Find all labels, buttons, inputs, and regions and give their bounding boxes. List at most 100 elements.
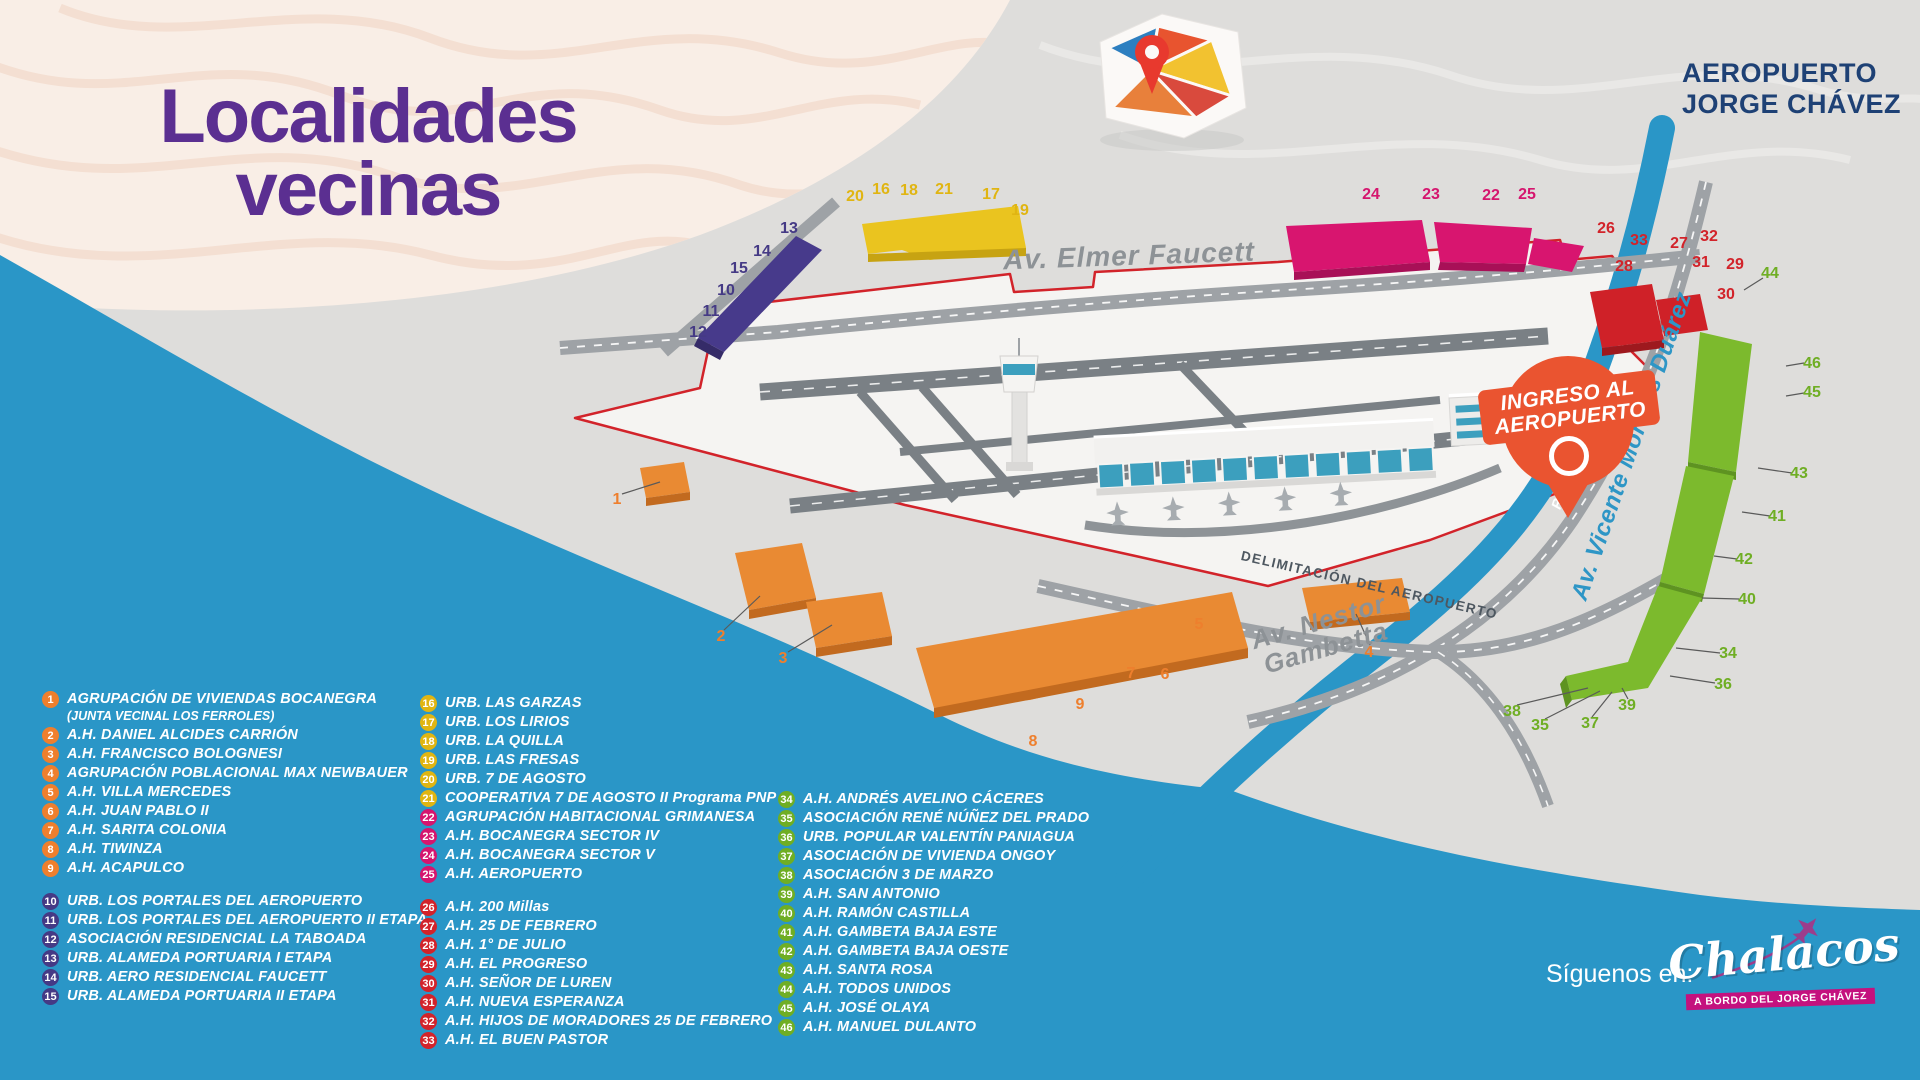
map-marker-1: 1 bbox=[612, 491, 622, 508]
legend-item-label: A.H. 1° DE JULIO bbox=[445, 937, 566, 953]
legend-number-badge: 11 bbox=[42, 912, 59, 929]
map-marker-15: 15 bbox=[730, 260, 748, 277]
legend-number-badge: 37 bbox=[778, 848, 795, 865]
entrance-badge: INGRESO AL AEROPUERTO bbox=[1477, 369, 1661, 446]
page-title: Localidades vecinas bbox=[159, 73, 578, 232]
map-marker-29: 29 bbox=[1726, 256, 1744, 273]
legend-item-label: A.H. EL PROGRESO bbox=[445, 956, 588, 972]
map-marker-4: 4 bbox=[1364, 644, 1374, 661]
legend-item-label: A.H. GAMBETA BAJA OESTE bbox=[803, 943, 1009, 959]
map-marker-9: 9 bbox=[1075, 696, 1085, 713]
map-marker-3: 3 bbox=[778, 650, 788, 667]
legend-item-37: 37 ASOCIACIÓN DE VIVIENDA ONGOY bbox=[778, 847, 1089, 866]
legend-number-badge: 32 bbox=[420, 1013, 437, 1030]
legend-item-label: A.H. VILLA MERCEDES bbox=[67, 784, 232, 800]
map-marker-22: 22 bbox=[1482, 187, 1500, 204]
pin-tail bbox=[1548, 484, 1588, 518]
legend-number-badge: 35 bbox=[778, 810, 795, 827]
legend-number-badge: 15 bbox=[42, 988, 59, 1005]
legend-number-badge: 22 bbox=[420, 809, 437, 826]
map-marker-5: 5 bbox=[1194, 616, 1204, 633]
chalacos-plane-icon bbox=[1711, 918, 1818, 980]
legend-item-label: ASOCIACIÓN RESIDENCIAL LA TABOADA bbox=[67, 931, 367, 947]
legend-number-badge: 43 bbox=[778, 962, 795, 979]
legend-item-label: A.H. BOCANEGRA SECTOR IV bbox=[445, 828, 660, 844]
road-morales-duarez bbox=[1246, 180, 1713, 729]
legend-number-badge: 13 bbox=[42, 950, 59, 967]
map-marker-25: 25 bbox=[1518, 186, 1536, 203]
block-cluster-orange bbox=[640, 462, 690, 498]
map-marker-2: 2 bbox=[716, 628, 726, 645]
legend-item-label: A.H. ACAPULCO bbox=[67, 860, 185, 876]
legend-item-21: 21 COOPERATIVA 7 DE AGOSTO II Programa PN… bbox=[420, 789, 776, 808]
ocean bbox=[0, 255, 1920, 1080]
legend-item-label: A.H. SARITA COLONIA bbox=[67, 822, 228, 838]
map-marker-38: 38 bbox=[1503, 703, 1521, 720]
map-marker-24: 24 bbox=[1362, 186, 1380, 203]
block-cluster-yellow bbox=[862, 206, 1026, 260]
legend-number-badge: 9 bbox=[42, 860, 59, 877]
map-marker-8: 8 bbox=[1028, 733, 1038, 750]
legend-item-label: A.H. JOSÉ OLAYA bbox=[803, 1000, 931, 1016]
block-cluster-red bbox=[1590, 284, 1664, 348]
map-marker-23: 23 bbox=[1422, 186, 1440, 203]
legend-number-badge: 28 bbox=[420, 937, 437, 954]
legend-item-label: COOPERATIVA 7 DE AGOSTO II Programa PNP bbox=[445, 790, 777, 806]
legend-item-label: URB. ALAMEDA PORTUARIA I ETAPA bbox=[67, 950, 333, 966]
legend-item-label: URB. POPULAR VALENTÍN PANIAGUA bbox=[803, 829, 1076, 845]
legend-item-label: URB. LOS PORTALES DEL AEROPUERTO II ETAP… bbox=[67, 912, 428, 928]
legend-number-badge: 7 bbox=[42, 822, 59, 839]
map-marker-30: 30 bbox=[1717, 286, 1735, 303]
map-marker-27: 27 bbox=[1670, 235, 1688, 252]
legend-number-badge: 8 bbox=[42, 841, 59, 858]
map-marker-13: 13 bbox=[780, 220, 798, 237]
map-marker-20: 20 bbox=[846, 188, 864, 205]
map-icon bbox=[1099, 13, 1247, 151]
legend-item-label: A.H. 25 DE FEBRERO bbox=[445, 918, 597, 934]
legend-number-badge: 3 bbox=[42, 746, 59, 763]
map-marker-40: 40 bbox=[1738, 591, 1756, 608]
legend-item-label: A.H. DANIEL ALCIDES CARRIÓN bbox=[67, 727, 298, 743]
legend-item-label: ASOCIACIÓN DE VIVIENDA ONGOY bbox=[803, 848, 1056, 864]
terminal-windows bbox=[1096, 445, 1435, 490]
legend-item-label: URB. LOS PORTALES DEL AEROPUERTO bbox=[67, 893, 363, 909]
map-marker-16: 16 bbox=[872, 181, 890, 198]
map-marker-17: 17 bbox=[982, 186, 1000, 203]
legend-item-label: A.H. SANTA ROSA bbox=[803, 962, 934, 978]
legend-number-badge: 41 bbox=[778, 924, 795, 941]
map-marker-46: 46 bbox=[1803, 355, 1821, 372]
legend-item-label: A.H. RAMÓN CASTILLA bbox=[803, 905, 971, 921]
map-marker-32: 32 bbox=[1700, 228, 1718, 245]
map-marker-21: 21 bbox=[935, 181, 953, 198]
legend-number-badge: 23 bbox=[420, 828, 437, 845]
airport-brand-line2: JORGE CHÁVEZ bbox=[1682, 89, 1902, 120]
legend-number-badge: 21 bbox=[420, 790, 437, 807]
map-marker-11: 11 bbox=[702, 303, 720, 320]
legend-item-43: 43 A.H. SANTA ROSA bbox=[778, 961, 1089, 980]
map-marker-26: 26 bbox=[1597, 220, 1615, 237]
